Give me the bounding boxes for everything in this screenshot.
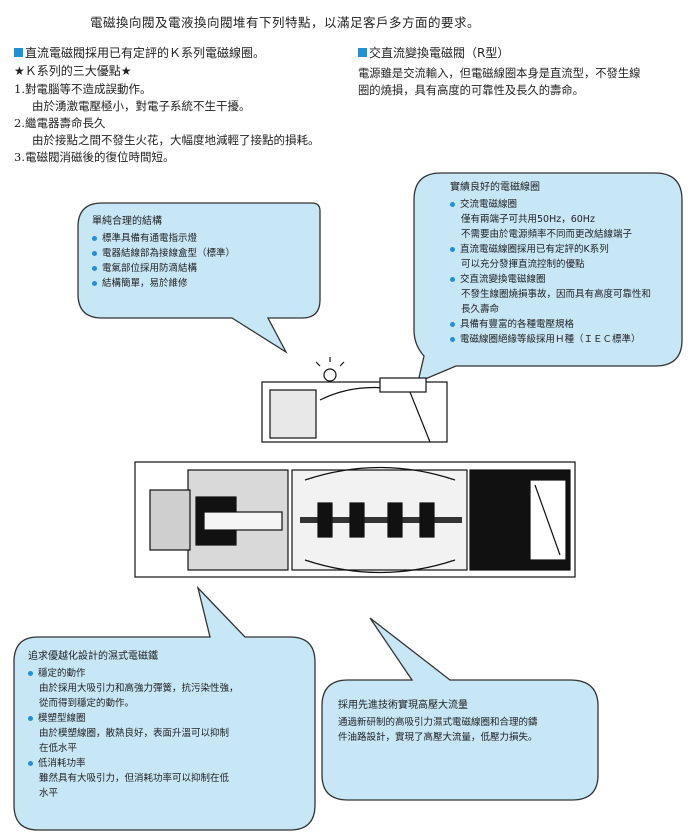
list-item-head: 電磁線圈絕緣等級採用Ｈ種（ＩＥＣ標準）: [460, 334, 641, 345]
bullet-icon: [92, 236, 97, 241]
list-item-text: 電氣部位採用防滴結構: [102, 263, 198, 274]
bullet-icon: [92, 281, 97, 286]
list-item: 穩定的動作: [28, 666, 308, 681]
advantage-2-detail: 由於接點之間不發生火花，大幅度地減輕了接點的損耗。: [32, 133, 320, 147]
bubble-coil-title: 實績良好的電磁線圈: [450, 182, 540, 193]
dc-section-title: 直流電磁閥採用已有定評的Ｋ系列電磁線圈。: [14, 44, 344, 61]
list-item: 電器結線部為接線盒型（標準）: [92, 246, 312, 261]
list-item-head: 模塑型線圈: [38, 713, 86, 724]
bubble-structure-title: 單純合理的結構: [92, 216, 162, 227]
bullet-icon: [28, 761, 33, 766]
bubble-coil-shape: [413, 172, 683, 384]
k-series-subtitle: ★Ｋ系列的三大優點★: [14, 64, 132, 78]
list-item: 交流電磁線圈: [450, 197, 680, 212]
bubble-flow: 採用先進技術實現高壓大流量 通過新研制的高吸引力濕式電磁線圈和合理的鑄 件油路設…: [338, 698, 593, 745]
dc-section-title-text: 直流電磁閥採用已有定評的Ｋ系列電磁線圈。: [25, 46, 266, 60]
bullet-icon: [450, 277, 455, 282]
list-item-head: 交直流變換電磁線圈: [460, 274, 546, 285]
dc-solenoid-section: 直流電磁閥採用已有定評的Ｋ系列電磁線圈。 ★Ｋ系列的三大優點★ 1.對電腦等不造…: [14, 44, 344, 166]
list-item-detail: 不發生線圈燒損事故，因而具有高度可靠性和: [461, 289, 652, 300]
list-item-head: 具備有豐富的各種電壓規格: [460, 319, 575, 330]
list-item-text: 電器結線部為接線盒型（標準）: [102, 248, 236, 259]
acdc-description: 電源雖是交流輸入，但電磁線圈本身是直流型，不發生線 圈的燒損，具有高度的可靠性及…: [358, 65, 688, 99]
indicator-lamp-icon: [323, 368, 337, 382]
bullet-icon: [92, 266, 97, 271]
bubble-flow-line-2: 件油路設計，實現了高壓大流量，低壓力損失。: [338, 732, 538, 743]
bullet-icon: [28, 671, 33, 676]
bubble-flow-shape: [321, 617, 599, 801]
bubble-coil: 實績良好的電磁線圈 交流電磁線圈 僅有兩端子可共用50Hz，60Hz 不需要由於…: [450, 180, 680, 347]
bubble-structure: 單純合理的結構 標準具備有通電指示燈 電器結線部為接線盒型（標準） 電氣部位採用…: [92, 214, 312, 291]
bullet-icon: [450, 247, 455, 252]
list-item: 具備有豐富的各種電壓規格: [450, 317, 680, 332]
bubble-iron: 追求優越化設計的濕式電磁鐵 穩定的動作 由於採用大吸引力和高強力彈簧，抗污染性強…: [28, 649, 308, 801]
accent-square-icon: [14, 48, 23, 57]
list-item-detail: 雖然具有大吸引力，但消耗功率可以抑制在低: [39, 773, 230, 784]
list-item-detail: 在低水平: [39, 743, 78, 754]
list-item-head: 穩定的動作: [38, 668, 86, 679]
list-item-detail: 由於採用大吸引力和高強力彈簧，抗污染性強，: [39, 683, 239, 694]
advantage-3-head: 3.電磁閥消磁後的復位時間短。: [14, 150, 175, 164]
list-item: 結構簡單，易於維修: [92, 276, 312, 291]
list-item: 低消耗功率: [28, 756, 308, 771]
bubble-structure-shape: [77, 202, 321, 354]
bullet-icon: [450, 337, 455, 342]
advantage-2-head: 2.繼電器壽命長久: [14, 116, 106, 130]
acdc-description-line-1: 電源雖是交流輸入，但電磁線圈本身是直流型，不發生線: [358, 67, 641, 80]
acdc-section-title-text: 交直流變換電磁閥（R型）: [369, 46, 510, 60]
list-item-detail: 不需要由於電源頻率不同而更改結線端子: [461, 229, 633, 240]
list-item: 標準具備有通電指示燈: [92, 231, 312, 246]
intro-text: 電磁換向閥及電液換向閥堆有下列特點，以滿足客戶多方面的要求。: [90, 15, 481, 30]
list-item-head: 直流電磁線圈採用已有定評的K系列: [460, 244, 609, 255]
list-item: 模塑型線圈: [28, 711, 308, 726]
solenoid-valve-illustration: [134, 357, 576, 578]
advantage-1-head: 1.對電腦等不造成誤動作。: [14, 82, 152, 96]
bubble-iron-title: 追求優越化設計的濕式電磁鐵: [28, 651, 158, 662]
bullet-icon: [450, 322, 455, 327]
bubble-flow-line-1: 通過新研制的高吸引力濕式電磁線圈和合理的鑄: [338, 717, 538, 728]
bullet-icon: [92, 251, 97, 256]
list-item: 電磁線圈絕緣等級採用Ｈ種（ＩＥＣ標準）: [450, 332, 680, 347]
list-item-detail: 由於模塑線圈，散熱良好，表面升溫可以抑制: [39, 728, 230, 739]
list-item-detail: 水平: [39, 788, 59, 799]
list-item-text: 標準具備有通電指示燈: [102, 233, 198, 244]
list-item-text: 結構簡單，易於維修: [102, 278, 188, 289]
bullet-icon: [28, 716, 33, 721]
acdc-description-line-2: 圈的燒損，具有高度的可靠性及長久的壽命。: [358, 84, 584, 97]
bullet-icon: [450, 202, 455, 207]
list-item-head: 交流電磁線圈: [460, 199, 518, 210]
list-item-detail: 可以充分發揮直流控制的優點: [461, 259, 585, 270]
list-item-head: 低消耗功率: [38, 758, 86, 769]
accent-square-icon: [358, 48, 367, 57]
acdc-section-title: 交直流變換電磁閥（R型）: [358, 44, 688, 61]
advantage-1-detail: 由於湧激電壓極小，對電子系統不生干擾。: [32, 99, 251, 113]
list-item: 直流電磁線圈採用已有定評的K系列: [450, 242, 680, 257]
ac-dc-solenoid-section: 交直流變換電磁閥（R型） 電源雖是交流輸入，但電磁線圈本身是直流型，不發生線 圈…: [358, 44, 688, 99]
list-item-detail: 從而得到穩定的動作。: [39, 698, 135, 709]
list-item-detail: 僅有兩端子可共用50Hz，60Hz: [461, 214, 595, 225]
bubble-flow-title: 採用先進技術實現高壓大流量: [338, 700, 468, 711]
bubble-iron-shape: [13, 585, 316, 831]
list-item-detail: 長久壽命: [461, 304, 500, 315]
list-item: 交直流變換電磁線圈: [450, 272, 680, 287]
k-series-advantages: 1.對電腦等不造成誤動作。 由於湧激電壓極小，對電子系統不生干擾。 2.繼電器壽…: [14, 81, 344, 166]
list-item: 電氣部位採用防滴結構: [92, 261, 312, 276]
